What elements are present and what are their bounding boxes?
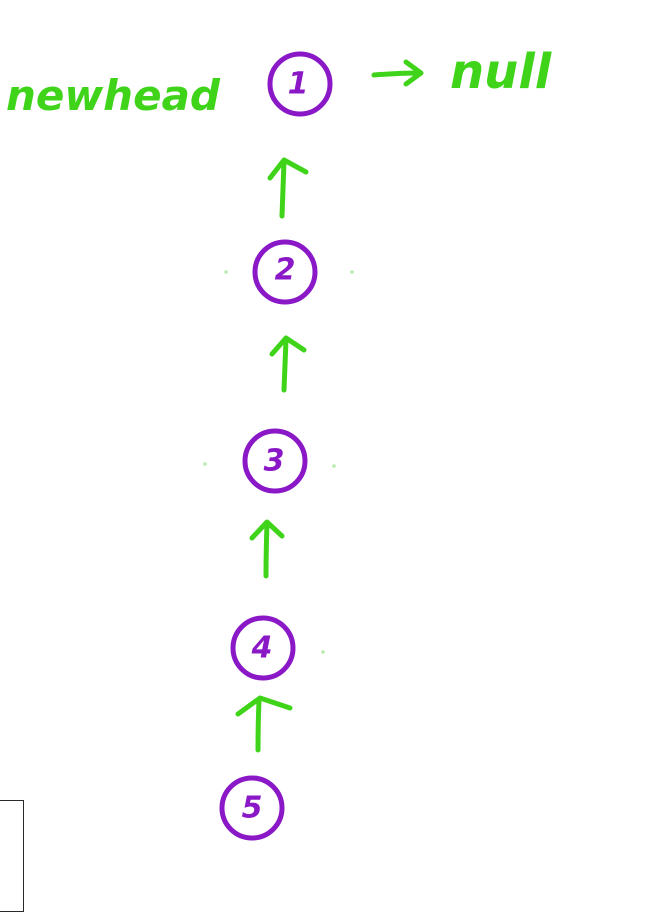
- node-5-label: 5: [242, 791, 263, 826]
- corner-frame: [0, 800, 24, 912]
- newhead-label: newhead: [6, 71, 221, 120]
- node-2: 2: [252, 239, 318, 305]
- stray-mark: [203, 462, 207, 466]
- arrow-node-4-to-node-3: [249, 519, 285, 579]
- arrow-node-3-to-node-2: [269, 335, 307, 393]
- arrow-to-null: [371, 59, 424, 87]
- arrow-node-5-to-node-4: [235, 695, 293, 753]
- node-4-label: 4: [251, 631, 273, 666]
- arrow-node-2-to-node-1: [267, 157, 309, 219]
- stray-mark: [350, 270, 354, 274]
- node-3: 3: [242, 428, 308, 494]
- node-2-label: 2: [275, 253, 296, 288]
- node-1-label: 1: [288, 67, 309, 102]
- stray-mark: [332, 464, 336, 468]
- node-4: 4: [230, 615, 296, 681]
- stray-mark: [321, 650, 325, 654]
- node-1: 1: [267, 51, 333, 117]
- null-label: null: [450, 44, 552, 100]
- node-5: 5: [219, 775, 285, 841]
- node-3-label: 3: [264, 444, 285, 479]
- stray-mark: [224, 270, 228, 274]
